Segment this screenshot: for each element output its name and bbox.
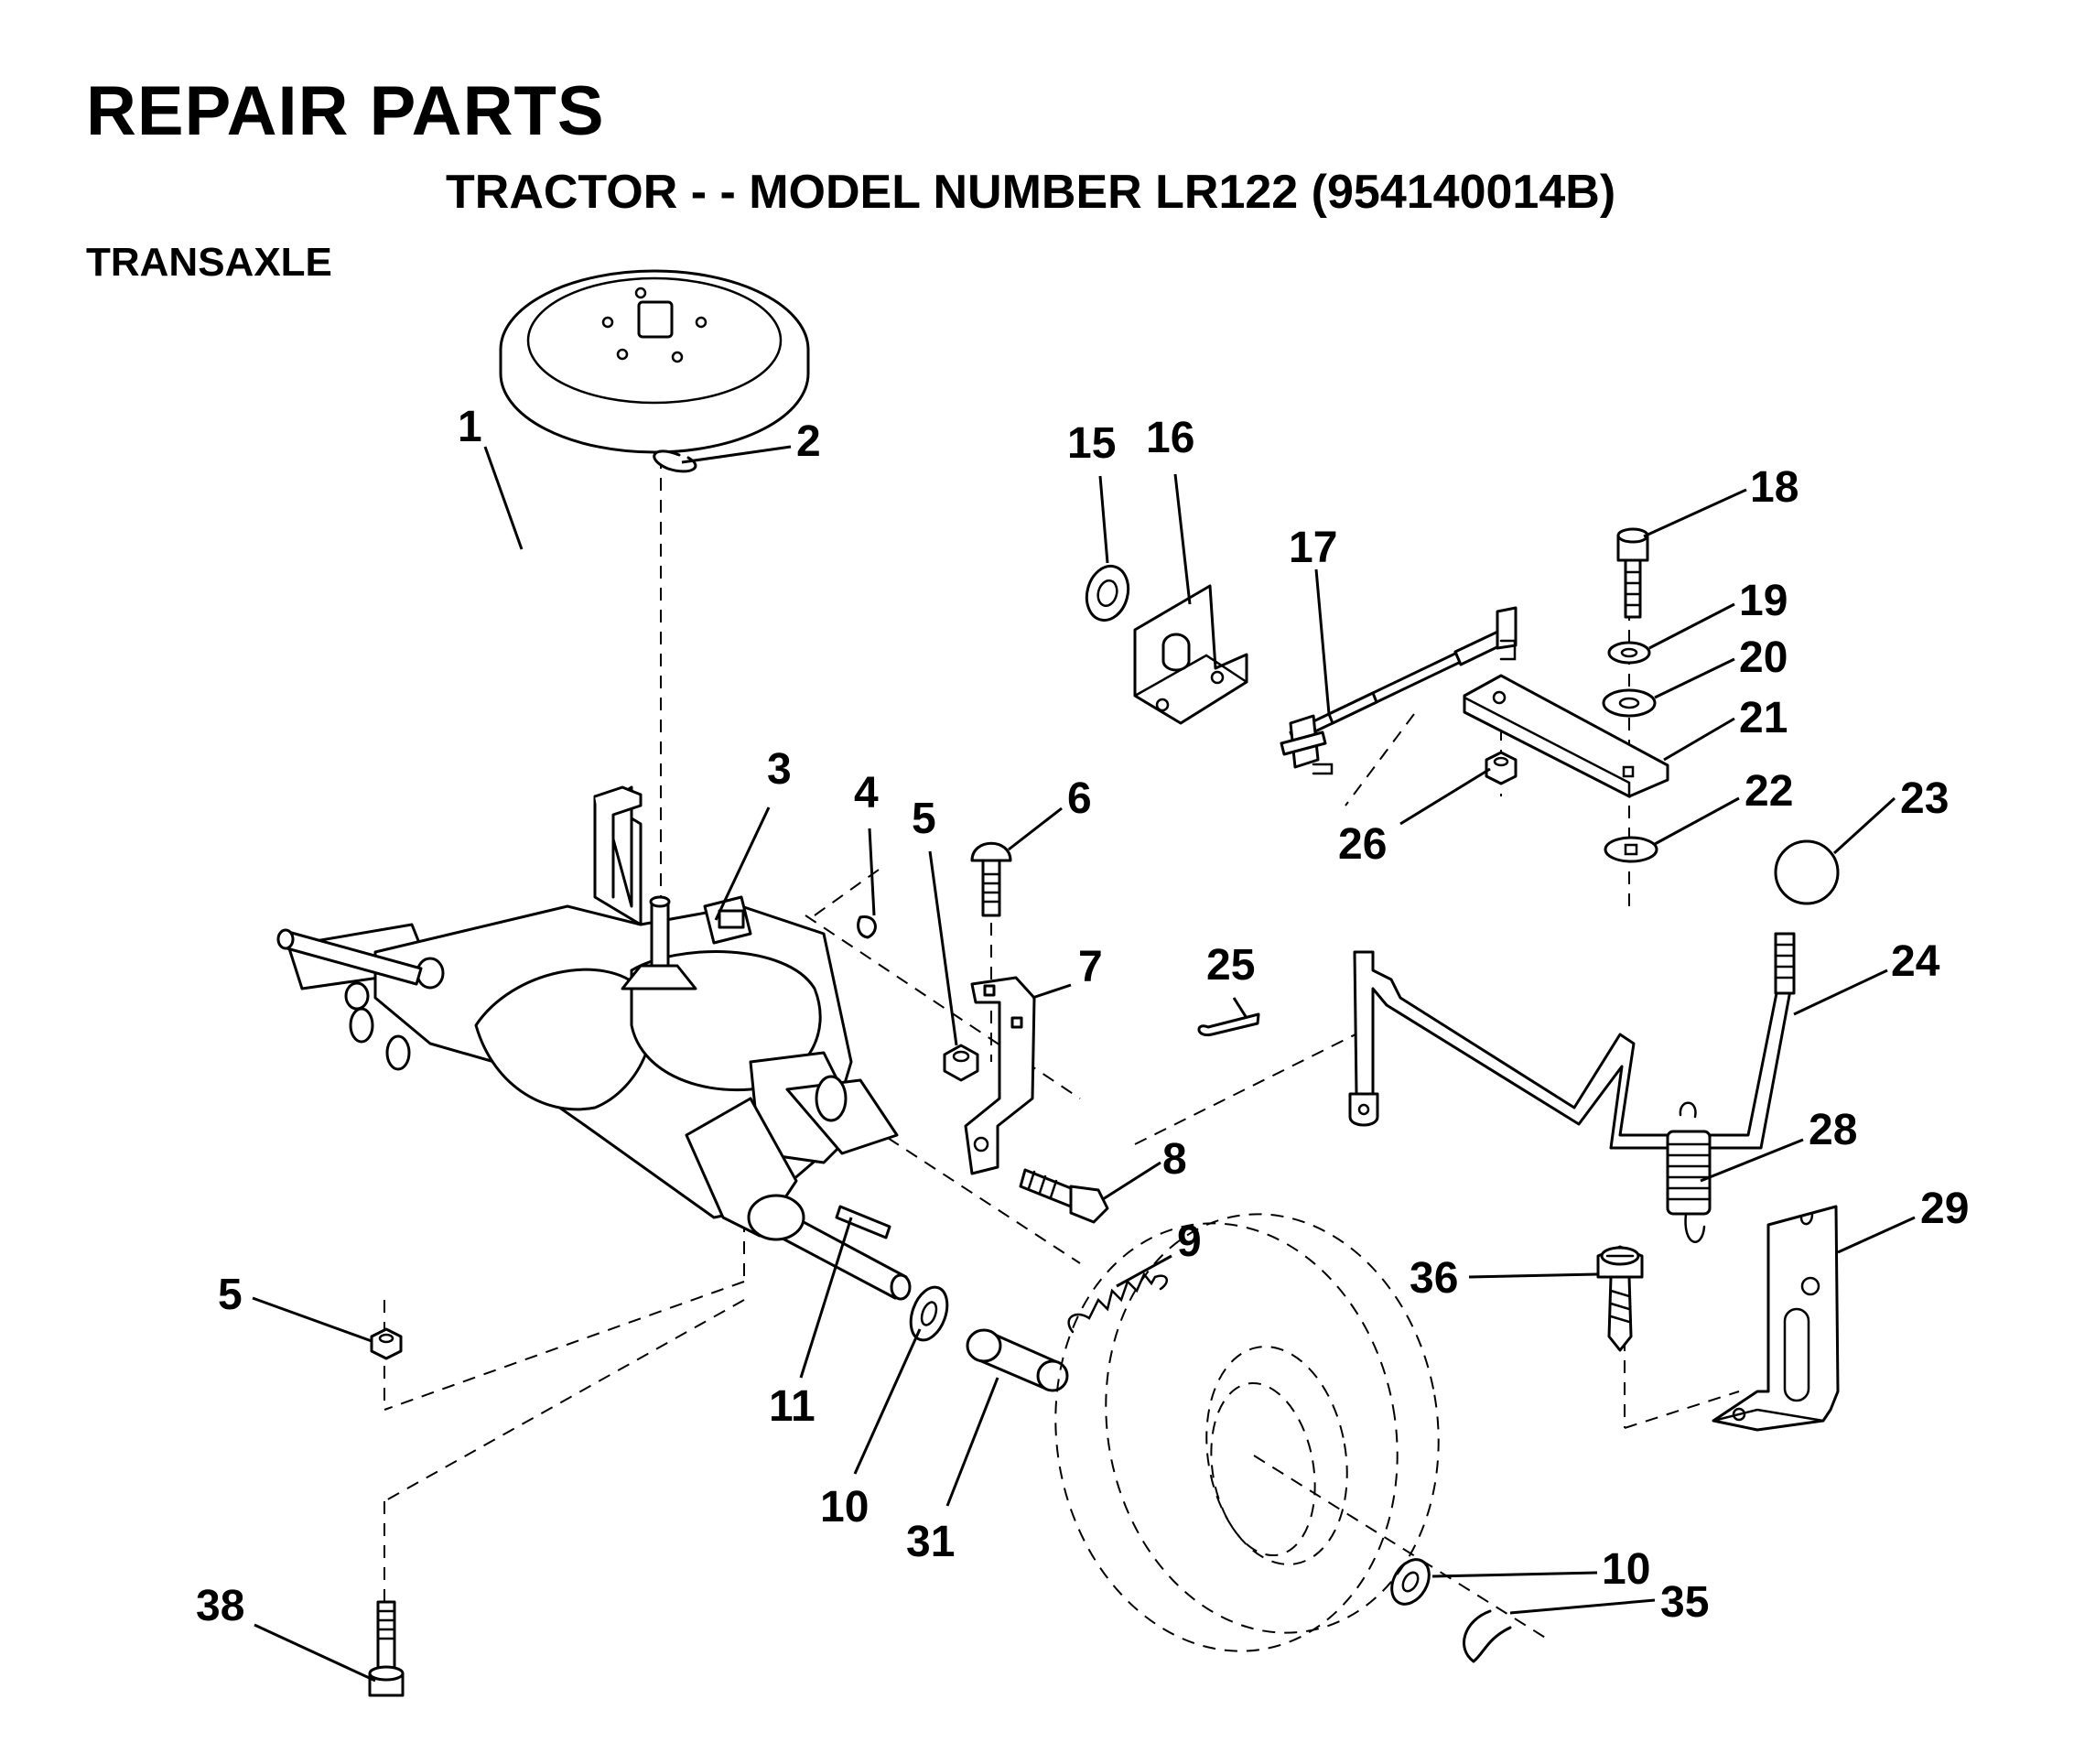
shift-lever-part-24 <box>1348 932 1796 1150</box>
bolt-part-8 <box>1019 1168 1109 1224</box>
pivot-bracket-part-16 <box>1133 584 1248 725</box>
washer-part-15 <box>1085 564 1130 622</box>
spacer-part-31 <box>966 1328 1069 1392</box>
key-part-11 <box>835 1205 891 1239</box>
model-subtitle: TRACTOR - - MODEL NUMBER LR122 (95414001… <box>446 166 1616 219</box>
section-heading: TRANSAXLE <box>86 240 332 285</box>
callout-25: 25 <box>1206 941 1255 990</box>
callout-22: 22 <box>1745 767 1793 816</box>
callout-9: 9 <box>1177 1217 1202 1266</box>
hex-bolt-part-18 <box>1616 527 1649 619</box>
washer-part-10-lower <box>1390 1558 1431 1606</box>
washer-part-22 <box>1604 836 1658 863</box>
callout-24: 24 <box>1891 937 1940 986</box>
axle-shaft-left <box>276 928 423 986</box>
callout-23: 23 <box>1900 774 1949 823</box>
callout-38: 38 <box>196 1582 244 1630</box>
callout-7: 7 <box>1078 943 1103 991</box>
washer-part-20 <box>1602 688 1657 718</box>
callout-36: 36 <box>1410 1254 1458 1303</box>
e-ring-part-2 <box>653 449 697 473</box>
callout-labels: 1 2 3 4 5 5 6 7 8 9 10 10 11 15 16 17 18… <box>196 403 1969 1630</box>
washer-part-10-upper <box>909 1285 949 1342</box>
knob-part-23 <box>1774 839 1840 905</box>
callout-15: 15 <box>1067 419 1116 468</box>
tire-reference <box>1054 1213 1440 1652</box>
shift-rod-part-17 <box>1280 606 1518 775</box>
callout-29: 29 <box>1920 1185 1969 1233</box>
callout-6: 6 <box>1067 774 1092 823</box>
carriage-bolt-part-6 <box>970 841 1012 917</box>
callout-19: 19 <box>1739 577 1788 625</box>
callout-20: 20 <box>1739 633 1788 682</box>
nut-part-5-lower <box>370 1327 403 1360</box>
callout-28: 28 <box>1809 1106 1857 1154</box>
callout-10-lower: 10 <box>1602 1545 1650 1594</box>
axle-shaft-right <box>747 1194 912 1301</box>
callout-16: 16 <box>1146 414 1194 462</box>
callout-17: 17 <box>1289 524 1337 572</box>
nut-part-5-upper <box>943 1044 979 1082</box>
key-part-4 <box>857 915 877 939</box>
spring-part-28 <box>1666 1101 1712 1243</box>
e-ring-part-35 <box>1463 1609 1512 1663</box>
callout-4: 4 <box>854 769 879 817</box>
callout-8: 8 <box>1162 1135 1187 1184</box>
spring-part-9 <box>1067 1272 1169 1334</box>
bolt-part-38 <box>368 1600 405 1697</box>
callout-18: 18 <box>1750 463 1799 512</box>
callout-31: 31 <box>906 1518 955 1566</box>
screw-part-36 <box>1596 1245 1644 1352</box>
lever-plate-part-21 <box>1463 674 1669 799</box>
callout-26: 26 <box>1338 820 1387 869</box>
nut-part-26 <box>1485 751 1518 785</box>
pulley-part-1 <box>499 269 810 454</box>
callout-5-upper: 5 <box>912 795 936 843</box>
page-title: REPAIR PARTS <box>86 72 605 150</box>
plate-bracket-part-29 <box>1712 1205 1840 1432</box>
washer-part-19 <box>1607 641 1651 665</box>
callout-21: 21 <box>1739 694 1788 742</box>
cotter-pin-part-25 <box>1197 1012 1260 1037</box>
callout-11: 11 <box>769 1382 816 1431</box>
transaxle-housing-part-3 <box>286 785 899 1238</box>
bracket-part-7 <box>964 976 1036 1175</box>
leader-lines <box>252 445 1916 1683</box>
callout-10-upper: 10 <box>820 1483 869 1531</box>
callout-3: 3 <box>767 745 792 794</box>
mount-bracket <box>593 785 643 899</box>
callout-35: 35 <box>1660 1578 1709 1627</box>
callout-2: 2 <box>796 417 821 466</box>
callout-5-lower: 5 <box>218 1271 243 1319</box>
callout-1: 1 <box>458 403 482 451</box>
